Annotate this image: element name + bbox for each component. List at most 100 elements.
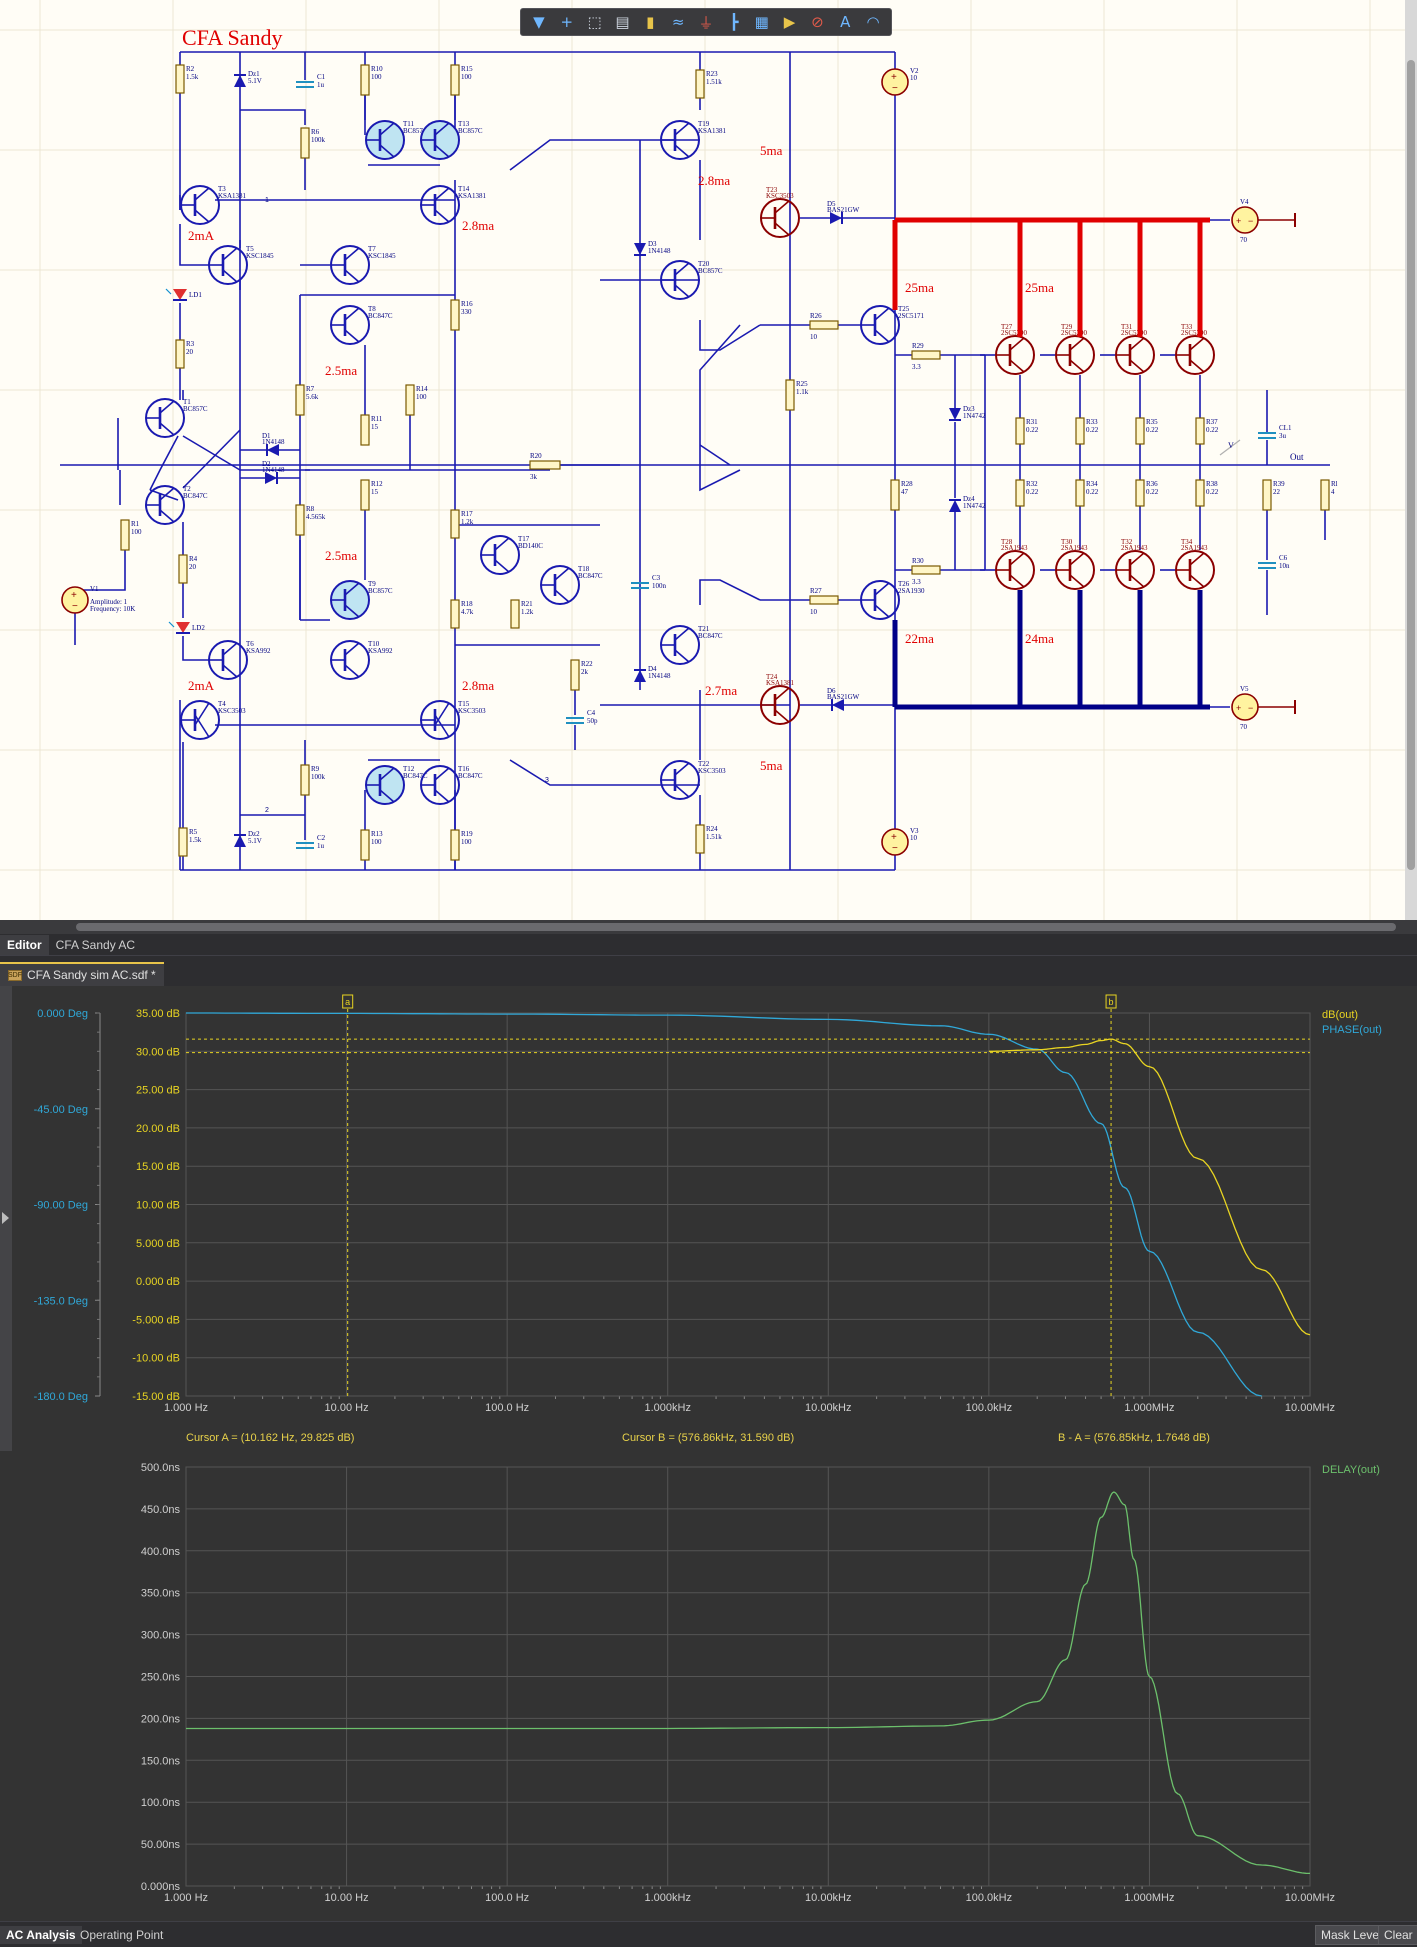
diode bbox=[234, 834, 246, 847]
label-r15: R15 bbox=[461, 65, 473, 73]
tab-operating-point[interactable]: Operating Point bbox=[80, 1928, 164, 1942]
resistor bbox=[360, 414, 370, 446]
cross-icon[interactable]: + bbox=[560, 13, 574, 31]
resistor bbox=[1135, 417, 1145, 445]
label-r32v: 0.22 bbox=[1026, 488, 1039, 496]
harness-icon[interactable]: ▦ bbox=[754, 13, 769, 31]
delay-tick-label: 150.0ns bbox=[141, 1755, 181, 1767]
transistor bbox=[365, 765, 405, 805]
expand-arrow-icon[interactable] bbox=[2, 1212, 9, 1224]
label-v2: V2 bbox=[910, 67, 919, 75]
label-r27: R27 bbox=[810, 587, 822, 595]
plot-side-strip[interactable] bbox=[0, 986, 12, 1451]
label-c4: C4 bbox=[587, 709, 596, 717]
port-icon[interactable]: ▶ bbox=[783, 13, 796, 31]
label-r17v: 1.2k bbox=[461, 518, 474, 526]
label-t7: T7 bbox=[368, 245, 376, 253]
label-out: Out bbox=[1290, 452, 1304, 462]
label-r20: R20 bbox=[530, 452, 542, 460]
probe-icon[interactable]: ⊘ bbox=[811, 13, 824, 31]
label-r12v: 15 bbox=[371, 488, 379, 496]
label-t16: T16 bbox=[458, 765, 470, 773]
transistor bbox=[480, 535, 520, 575]
resistor bbox=[360, 64, 370, 96]
arc-icon[interactable]: ◠ bbox=[866, 13, 880, 31]
filter-icon[interactable]: ▼ bbox=[533, 13, 545, 31]
label-r24: R24 bbox=[706, 825, 718, 833]
label-t24: T24 bbox=[766, 673, 778, 681]
label-r5v: 1.5k bbox=[189, 836, 202, 844]
transistor bbox=[208, 245, 248, 285]
label-r38: R38 bbox=[1206, 480, 1218, 488]
mask-level-button[interactable]: Mask Level bbox=[1315, 1925, 1388, 1945]
label-d2: D2 bbox=[262, 460, 271, 468]
transistor bbox=[860, 580, 900, 620]
transistor bbox=[660, 625, 700, 665]
tab-sim-file[interactable]: SDF CFA Sandy sim AC.sdf * bbox=[0, 962, 164, 986]
bus-icon[interactable]: ┣ bbox=[729, 13, 739, 31]
label-t18: T18 bbox=[578, 565, 590, 573]
label-c1v: 1u bbox=[317, 81, 325, 89]
label-t6p: KSA992 bbox=[246, 647, 271, 655]
tab-cfa-sandy-ac[interactable]: CFA Sandy AC bbox=[55, 938, 136, 952]
diode bbox=[949, 408, 961, 421]
phase-tick-label: -180.0 Deg bbox=[34, 1391, 88, 1403]
cursor-b-readout: Cursor B = (576.86kHz, 31.590 dB) bbox=[622, 1432, 795, 1444]
label-r28v: 47 bbox=[901, 488, 909, 496]
label-r34v: 0.22 bbox=[1086, 488, 1099, 496]
tab-ac-analysis[interactable]: AC Analysis bbox=[0, 1926, 82, 1944]
clear-button[interactable]: Clear bbox=[1378, 1925, 1417, 1945]
label-t15p: KSC3503 bbox=[458, 707, 486, 715]
voltage-source: +− bbox=[1231, 206, 1296, 234]
label-r5: R5 bbox=[189, 828, 198, 836]
db-tick-label: 5.000 dB bbox=[136, 1238, 180, 1250]
component-icon[interactable]: ▮ bbox=[646, 13, 655, 31]
tab-editor[interactable]: Editor bbox=[0, 935, 49, 955]
select-rect-icon[interactable]: ⬚ bbox=[587, 13, 602, 31]
label-r31v: 0.22 bbox=[1026, 426, 1039, 434]
align-icon[interactable]: ▤ bbox=[615, 13, 630, 31]
label-r2v: 1.5k bbox=[186, 73, 199, 81]
resistor bbox=[295, 384, 305, 416]
vertical-scrollbar[interactable] bbox=[1405, 0, 1417, 920]
label-r37v: 0.22 bbox=[1206, 426, 1219, 434]
label-t33p: 2SC5200 bbox=[1181, 329, 1208, 337]
label-r31: R31 bbox=[1026, 418, 1038, 426]
label-t32: T32 bbox=[1121, 538, 1133, 546]
resistor bbox=[300, 127, 310, 159]
resistor bbox=[809, 320, 839, 330]
label-netv: V bbox=[1228, 441, 1234, 450]
ground-icon[interactable]: ⏚ bbox=[698, 13, 714, 32]
label-t19p: KSA1381 bbox=[698, 127, 727, 135]
transistor bbox=[180, 185, 220, 225]
delay-tick-label: 450.0ns bbox=[141, 1504, 181, 1516]
label-dz3p: 1N4742 bbox=[963, 412, 986, 420]
label-t25p: 2SC5171 bbox=[898, 312, 925, 320]
label-t1p: BC857C bbox=[183, 405, 208, 413]
label-t24p: KSA1381 bbox=[766, 679, 795, 687]
resistor bbox=[1135, 479, 1145, 507]
label-r27v: 10 bbox=[810, 608, 818, 616]
resistor bbox=[1195, 417, 1205, 445]
wire-icon[interactable]: ≈ bbox=[671, 13, 685, 31]
text-icon[interactable]: A bbox=[840, 13, 851, 31]
transistor bbox=[1175, 550, 1215, 590]
transistor bbox=[145, 485, 185, 525]
svg-text:+: + bbox=[891, 72, 897, 83]
label-d6: D6 bbox=[827, 687, 836, 695]
label-t30p: 2SA1943 bbox=[1061, 544, 1088, 552]
label-r8v: 4.565k bbox=[306, 513, 326, 521]
label-r2: R2 bbox=[186, 65, 195, 73]
db-tick-label: 0.000 dB bbox=[136, 1276, 180, 1288]
horizontal-scrollbar[interactable] bbox=[0, 920, 1417, 934]
resistor bbox=[785, 379, 795, 411]
label-t13: T13 bbox=[458, 120, 470, 128]
label-d5: D5 bbox=[827, 200, 836, 208]
current-annotation: 22ma bbox=[905, 631, 934, 646]
label-r26v: 10 bbox=[810, 333, 818, 341]
x-tick-label: 10.00 Hz bbox=[325, 1892, 369, 1904]
label-dz3: Dz3 bbox=[963, 405, 975, 413]
